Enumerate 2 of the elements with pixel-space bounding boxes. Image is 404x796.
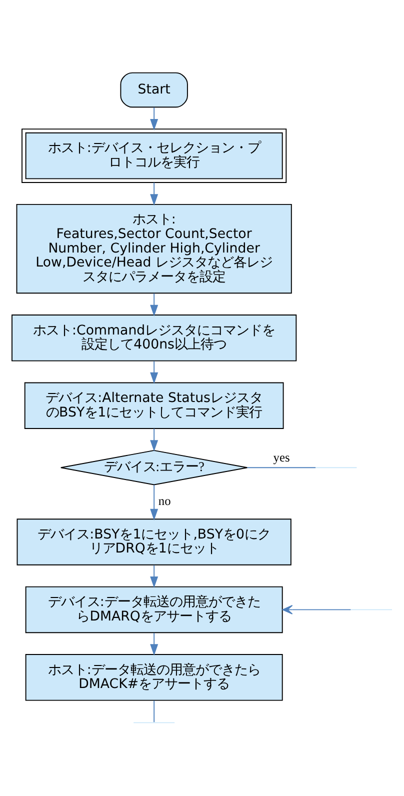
edge-label: yes bbox=[273, 450, 290, 464]
edge-label: no bbox=[158, 494, 171, 508]
